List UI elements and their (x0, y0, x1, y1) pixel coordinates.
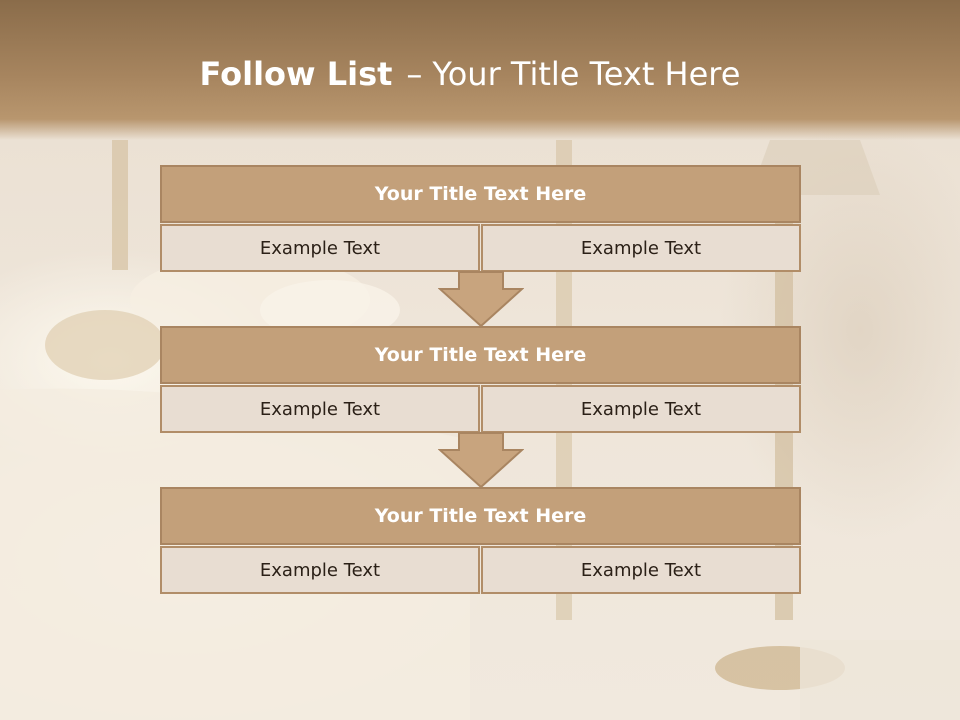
block-title: Your Title Text Here (160, 487, 801, 545)
block-title: Your Title Text Here (160, 326, 801, 384)
block-cell-right: Example Text (481, 385, 801, 433)
slide-title: Follow List–Your Title Text Here (0, 52, 940, 96)
block-cell-right: Example Text (481, 546, 801, 594)
block-row: Example Text Example Text (160, 385, 801, 433)
block-cell-left: Example Text (160, 224, 480, 272)
list-block-3: Your Title Text Here Example Text Exampl… (160, 487, 801, 594)
list-block-2: Your Title Text Here Example Text Exampl… (160, 326, 801, 433)
list-block-1: Your Title Text Here Example Text Exampl… (160, 165, 801, 272)
block-cell-right: Example Text (481, 224, 801, 272)
block-title: Your Title Text Here (160, 165, 801, 223)
block-cell-left: Example Text (160, 385, 480, 433)
block-row: Example Text Example Text (160, 224, 801, 272)
down-arrow-icon (438, 432, 524, 488)
title-dash: – (406, 55, 423, 93)
block-row: Example Text Example Text (160, 546, 801, 594)
down-arrow-icon (438, 271, 524, 327)
block-cell-left: Example Text (160, 546, 480, 594)
title-bar (0, 0, 960, 140)
title-rest: Your Title Text Here (432, 55, 741, 93)
title-bold: Follow List (199, 55, 393, 93)
